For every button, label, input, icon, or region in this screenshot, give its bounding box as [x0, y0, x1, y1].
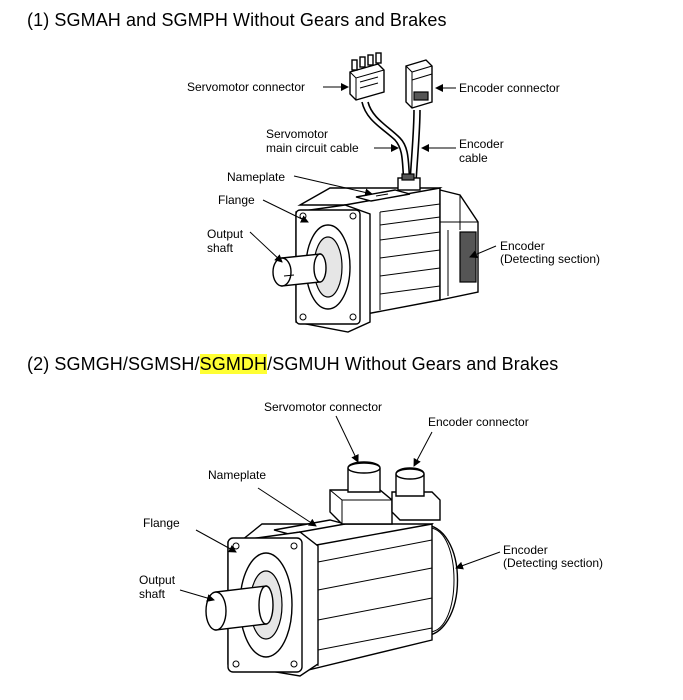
- label-output-shaft-2-line2: shaft: [139, 587, 166, 601]
- label-encoder-1-line2: (Detecting section): [500, 252, 601, 266]
- label-output-shaft-1-line2: shaft: [207, 241, 234, 255]
- label-encoder-2-line1: Encoder: [503, 543, 548, 557]
- label-flange-2: Flange: [143, 516, 180, 530]
- label-encoder-1-line1: Encoder: [500, 239, 545, 253]
- servomotor-connector-icon: [349, 52, 385, 101]
- motor1-body: [272, 173, 479, 333]
- section2-heading-post: /SGMUH Without Gears and Brakes: [267, 354, 559, 374]
- label-encoder-connector-1: Encoder connector: [459, 81, 560, 95]
- label-flange-1: Flange: [218, 193, 255, 207]
- label-output-shaft-1-line1: Output: [207, 227, 244, 241]
- label-servomotor-cable-line1: Servomotor: [266, 127, 329, 141]
- label-encoder-cable-line1: Encoder: [459, 137, 504, 151]
- label-servomotor-connector-2: Servomotor connector: [264, 400, 383, 414]
- label-encoder-connector-2: Encoder connector: [428, 415, 529, 429]
- label-encoder-2-line2: (Detecting section): [503, 556, 604, 570]
- label-servomotor-connector-1: Servomotor connector: [187, 80, 306, 94]
- section2-heading-pre: (2) SGMGH/SGMSH/: [27, 354, 200, 374]
- label-output-shaft-2-line1: Output: [139, 573, 176, 587]
- section2-heading: (2) SGMGH/SGMSH/SGMDH/SGMUH Without Gear…: [27, 354, 558, 375]
- label-encoder-cable-line2: cable: [459, 151, 488, 165]
- motor2-body: [205, 461, 459, 677]
- encoder-connector-icon: [405, 59, 433, 109]
- label-nameplate-1: Nameplate: [227, 170, 286, 184]
- servomotor-main-circuit-cable: [361, 101, 411, 183]
- section1-heading: (1) SGMAH and SGMPH Without Gears and Br…: [27, 10, 447, 30]
- label-servomotor-cable-line2: main circuit cable: [266, 141, 359, 155]
- section2-heading-highlight: SGMDH: [199, 354, 268, 374]
- label-nameplate-2: Nameplate: [208, 468, 267, 482]
